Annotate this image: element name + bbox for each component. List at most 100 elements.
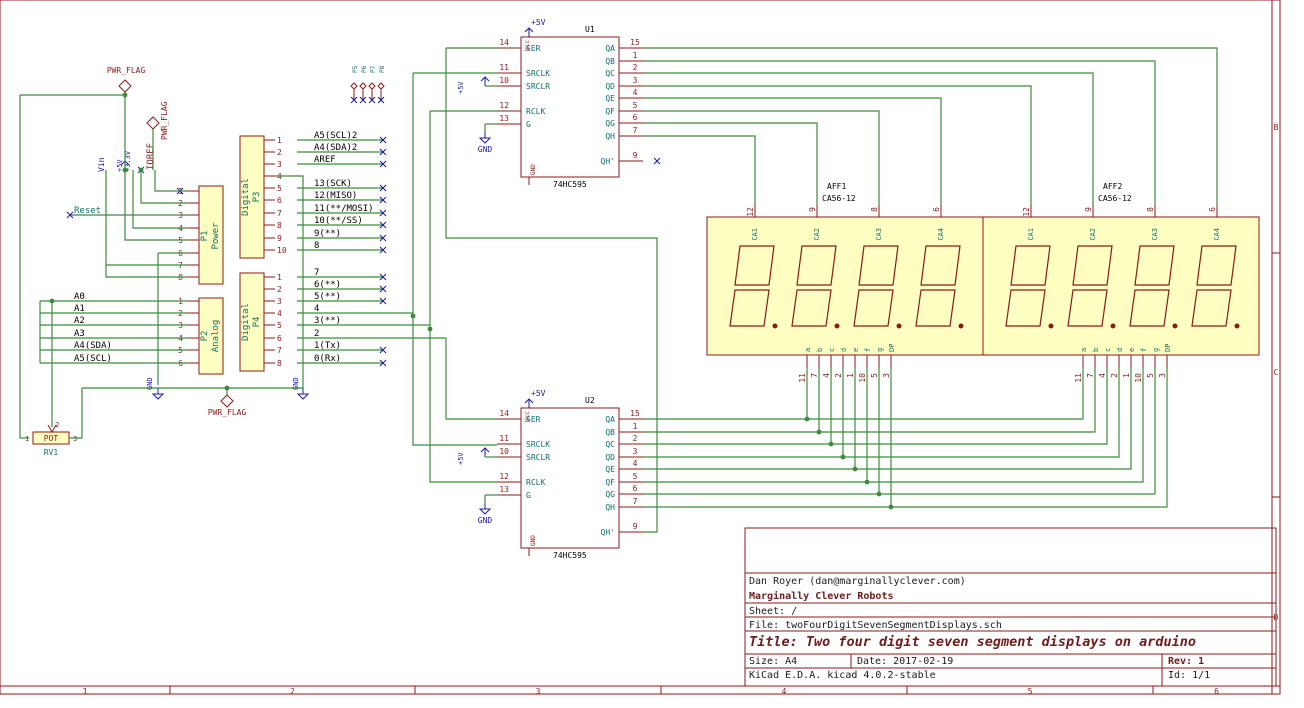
tb-id: Id: 1/1 bbox=[1168, 670, 1211, 681]
p3-net-label: 13(SCK) bbox=[314, 179, 352, 189]
ground-triangle bbox=[478, 508, 492, 515]
pwr-flag-bottom bbox=[220, 394, 234, 408]
frame-col-label: 5 bbox=[1028, 687, 1033, 696]
aff2-seg-label: c bbox=[1104, 348, 1112, 352]
u1-value: 74HC595 bbox=[553, 180, 587, 189]
aff2-seg-pin-num: 11 bbox=[1074, 373, 1083, 383]
u2-gnd-pin: GND bbox=[530, 535, 537, 546]
aff2-seg-pin-num: 7 bbox=[1086, 373, 1095, 378]
junction-dot bbox=[49, 298, 55, 304]
u2-pin-num: 14 bbox=[499, 409, 509, 418]
junction-dot bbox=[840, 454, 846, 460]
rv1-pin: 2 bbox=[55, 421, 59, 429]
u2-pin-num: 4 bbox=[633, 459, 638, 468]
u1-pin-num: 4 bbox=[633, 88, 638, 97]
wire bbox=[643, 60, 1156, 205]
u2-pin-num: 2 bbox=[633, 434, 638, 443]
aff2-digit-label: CA4 bbox=[1213, 228, 1221, 241]
aff2-top-pin-num: 12 bbox=[1022, 207, 1031, 217]
aff2-seg-label: b bbox=[1092, 348, 1100, 352]
aff2-seg-pin-num: 4 bbox=[1098, 373, 1107, 378]
u1-gnd-pin: GND bbox=[530, 164, 537, 175]
aff2-dp-dot bbox=[1172, 323, 1178, 329]
aff1-ref: AFF1 bbox=[827, 182, 846, 191]
p4-pin-num: 1 bbox=[277, 273, 282, 282]
aff2-top-pin-num: 9 bbox=[1084, 207, 1093, 212]
aff2-digit-bottom bbox=[1191, 289, 1232, 327]
ground-triangle bbox=[151, 393, 165, 400]
aff2-seg-pin-num: 2 bbox=[1110, 373, 1119, 378]
p6-ref: P6 bbox=[361, 65, 368, 73]
no-connect-mark bbox=[379, 246, 387, 254]
wire bbox=[643, 368, 1132, 470]
p3-body bbox=[239, 135, 265, 259]
p4-net-label: 6(**) bbox=[314, 280, 341, 290]
aff1-digit-label: CA4 bbox=[937, 228, 945, 241]
wire bbox=[643, 110, 880, 205]
junction-dot bbox=[864, 479, 870, 485]
wire bbox=[19, 95, 29, 439]
p7-ref: P7 bbox=[370, 65, 377, 73]
u2-pin-name: QC bbox=[605, 440, 615, 449]
aff1-digit-top bbox=[858, 245, 899, 286]
u2-pin-num: 12 bbox=[499, 472, 509, 481]
wire bbox=[643, 135, 756, 205]
aff1-dp-dot bbox=[958, 323, 964, 329]
u1-pin-name: RCLK bbox=[526, 107, 545, 116]
u1-pin-num: 9 bbox=[633, 151, 638, 160]
wire bbox=[154, 170, 188, 192]
wire bbox=[643, 368, 1108, 445]
wire bbox=[69, 388, 83, 439]
net-label-33v: +3.3V bbox=[124, 150, 132, 172]
aff1-seg-pin-num: 1 bbox=[846, 373, 855, 378]
p1-ref: P1 bbox=[200, 231, 210, 242]
u2-pin-num: 7 bbox=[633, 497, 638, 506]
frame-col-label: 6 bbox=[1214, 687, 1219, 696]
tb-tool: KiCad E.D.A. kicad 4.0.2-stable bbox=[749, 670, 936, 681]
u1-srclr-vcc: +5V bbox=[457, 81, 465, 94]
wire bbox=[643, 368, 1144, 483]
u1-pin-num: 2 bbox=[633, 63, 638, 72]
u2-pin-name: G bbox=[526, 491, 531, 500]
u2-pin-num: 13 bbox=[499, 485, 509, 494]
p4-pin-num: 6 bbox=[277, 334, 282, 343]
p4-net-label: 2 bbox=[314, 329, 319, 339]
aff2-digit-bottom bbox=[1005, 289, 1046, 327]
power-arrow bbox=[524, 398, 534, 404]
p3-pin-num: 5 bbox=[277, 184, 282, 193]
p4-pin-num: 2 bbox=[277, 285, 282, 294]
u1-pin-name: QB bbox=[605, 57, 615, 66]
aff2-digit-top bbox=[1072, 245, 1113, 286]
u1-pin-name: QG bbox=[605, 119, 615, 128]
pwr-flag-bottom-label: PWR_FLAG bbox=[208, 408, 247, 417]
aff1-digit-bottom bbox=[729, 289, 770, 327]
p3-net-label: 8 bbox=[314, 241, 319, 251]
no-connect-mark bbox=[379, 209, 387, 217]
wire bbox=[643, 368, 1120, 458]
rv1-ref: RV1 bbox=[44, 448, 59, 457]
junction-dot bbox=[852, 466, 858, 472]
aff2-digit-bottom bbox=[1129, 289, 1170, 327]
wire bbox=[140, 170, 188, 204]
no-connect-mark bbox=[359, 96, 367, 104]
u1-pin-num: 14 bbox=[499, 38, 509, 47]
wire bbox=[643, 97, 942, 205]
aff2-digit-bottom bbox=[1067, 289, 1108, 327]
junction-dot bbox=[804, 416, 810, 422]
aff1-seg-label: c bbox=[828, 348, 836, 352]
junction-dot bbox=[138, 167, 144, 173]
aff1-seg-label: g bbox=[876, 348, 884, 352]
u2-pin-name: QH' bbox=[601, 528, 615, 537]
title-block bbox=[744, 527, 1277, 687]
aff1-seg-label: e bbox=[852, 348, 860, 352]
test-point-pad bbox=[350, 82, 358, 90]
no-connect-mark bbox=[379, 297, 387, 305]
aff1-digit-label: CA1 bbox=[751, 228, 759, 241]
aff2-digit-label: CA1 bbox=[1027, 228, 1035, 241]
no-connect-mark bbox=[379, 346, 387, 354]
u1-pin-num: 13 bbox=[499, 114, 509, 123]
aff1-seg-pin-num: 7 bbox=[810, 373, 819, 378]
aff1-body bbox=[706, 216, 984, 356]
aff2-seg-label: a bbox=[1080, 348, 1088, 352]
aff2-seg-pin-num: 1 bbox=[1122, 373, 1131, 378]
